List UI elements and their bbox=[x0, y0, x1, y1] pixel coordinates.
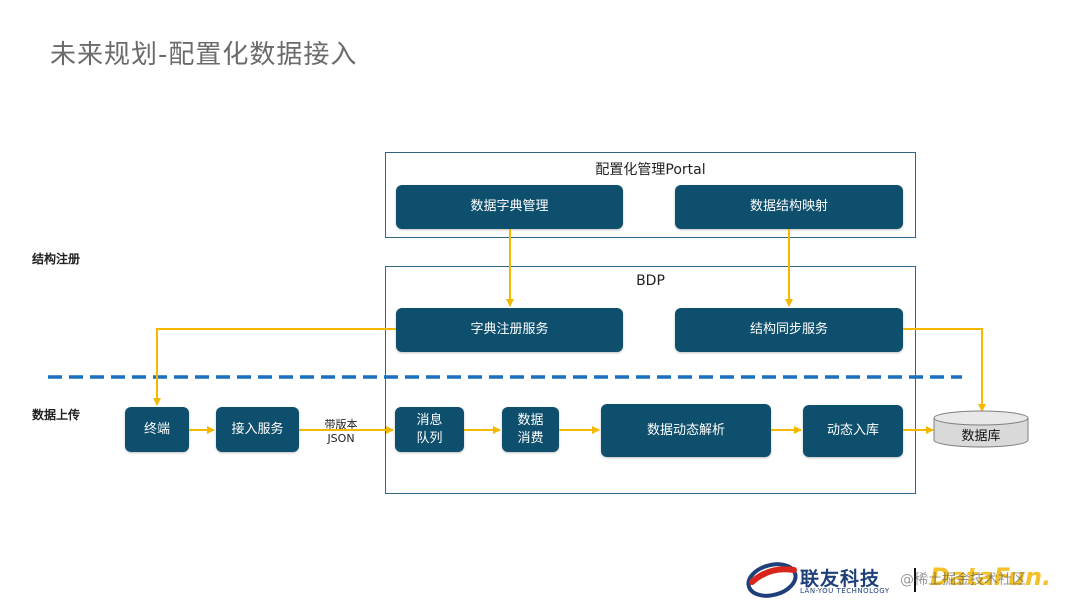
arrow-register-to-terminal bbox=[153, 328, 396, 406]
portal-title: 配置化管理Portal bbox=[595, 162, 706, 178]
struct-map-box: 数据结构映射 bbox=[675, 185, 903, 229]
company-logo: 联友科技 LAN-YOU TECHNOLOGY bbox=[746, 560, 906, 600]
bdp-title: BDP bbox=[636, 273, 665, 289]
page-title: 未来规划-配置化数据接入 bbox=[50, 40, 358, 70]
access-service-box: 接入服务 bbox=[216, 407, 299, 452]
datafun-brand: DataFun. bbox=[930, 563, 1052, 591]
database-node: 数据库 bbox=[934, 411, 1028, 451]
message-queue-box: 消息 队列 bbox=[395, 407, 464, 452]
logo-subtitle: LAN-YOU TECHNOLOGY bbox=[800, 587, 890, 595]
versioned-json-label: 带版本 JSON bbox=[324, 418, 358, 446]
struct-sync-box: 结构同步服务 bbox=[675, 308, 903, 352]
section-label-upload: 数据上传 bbox=[32, 408, 81, 422]
database-label: 数据库 bbox=[961, 429, 1001, 444]
dict-mgmt-box: 数据字典管理 bbox=[396, 185, 623, 229]
bdp-frame: BDP bbox=[385, 266, 916, 494]
watermark-text: @稀土掘金技术社区 bbox=[900, 572, 1026, 588]
terminal-box: 终端 bbox=[125, 407, 189, 452]
dynamic-parse-box: 数据动态解析 bbox=[601, 404, 771, 457]
dict-register-box: 字典注册服务 bbox=[396, 308, 623, 352]
portal-frame: 配置化管理Portal bbox=[385, 152, 916, 238]
logo-separator bbox=[914, 568, 916, 592]
data-consume-box: 数据 消费 bbox=[502, 407, 559, 452]
dynamic-store-box: 动态入库 bbox=[803, 405, 903, 457]
section-label-register: 结构注册 bbox=[32, 252, 81, 266]
logo-name: 联友科技 bbox=[800, 568, 881, 590]
